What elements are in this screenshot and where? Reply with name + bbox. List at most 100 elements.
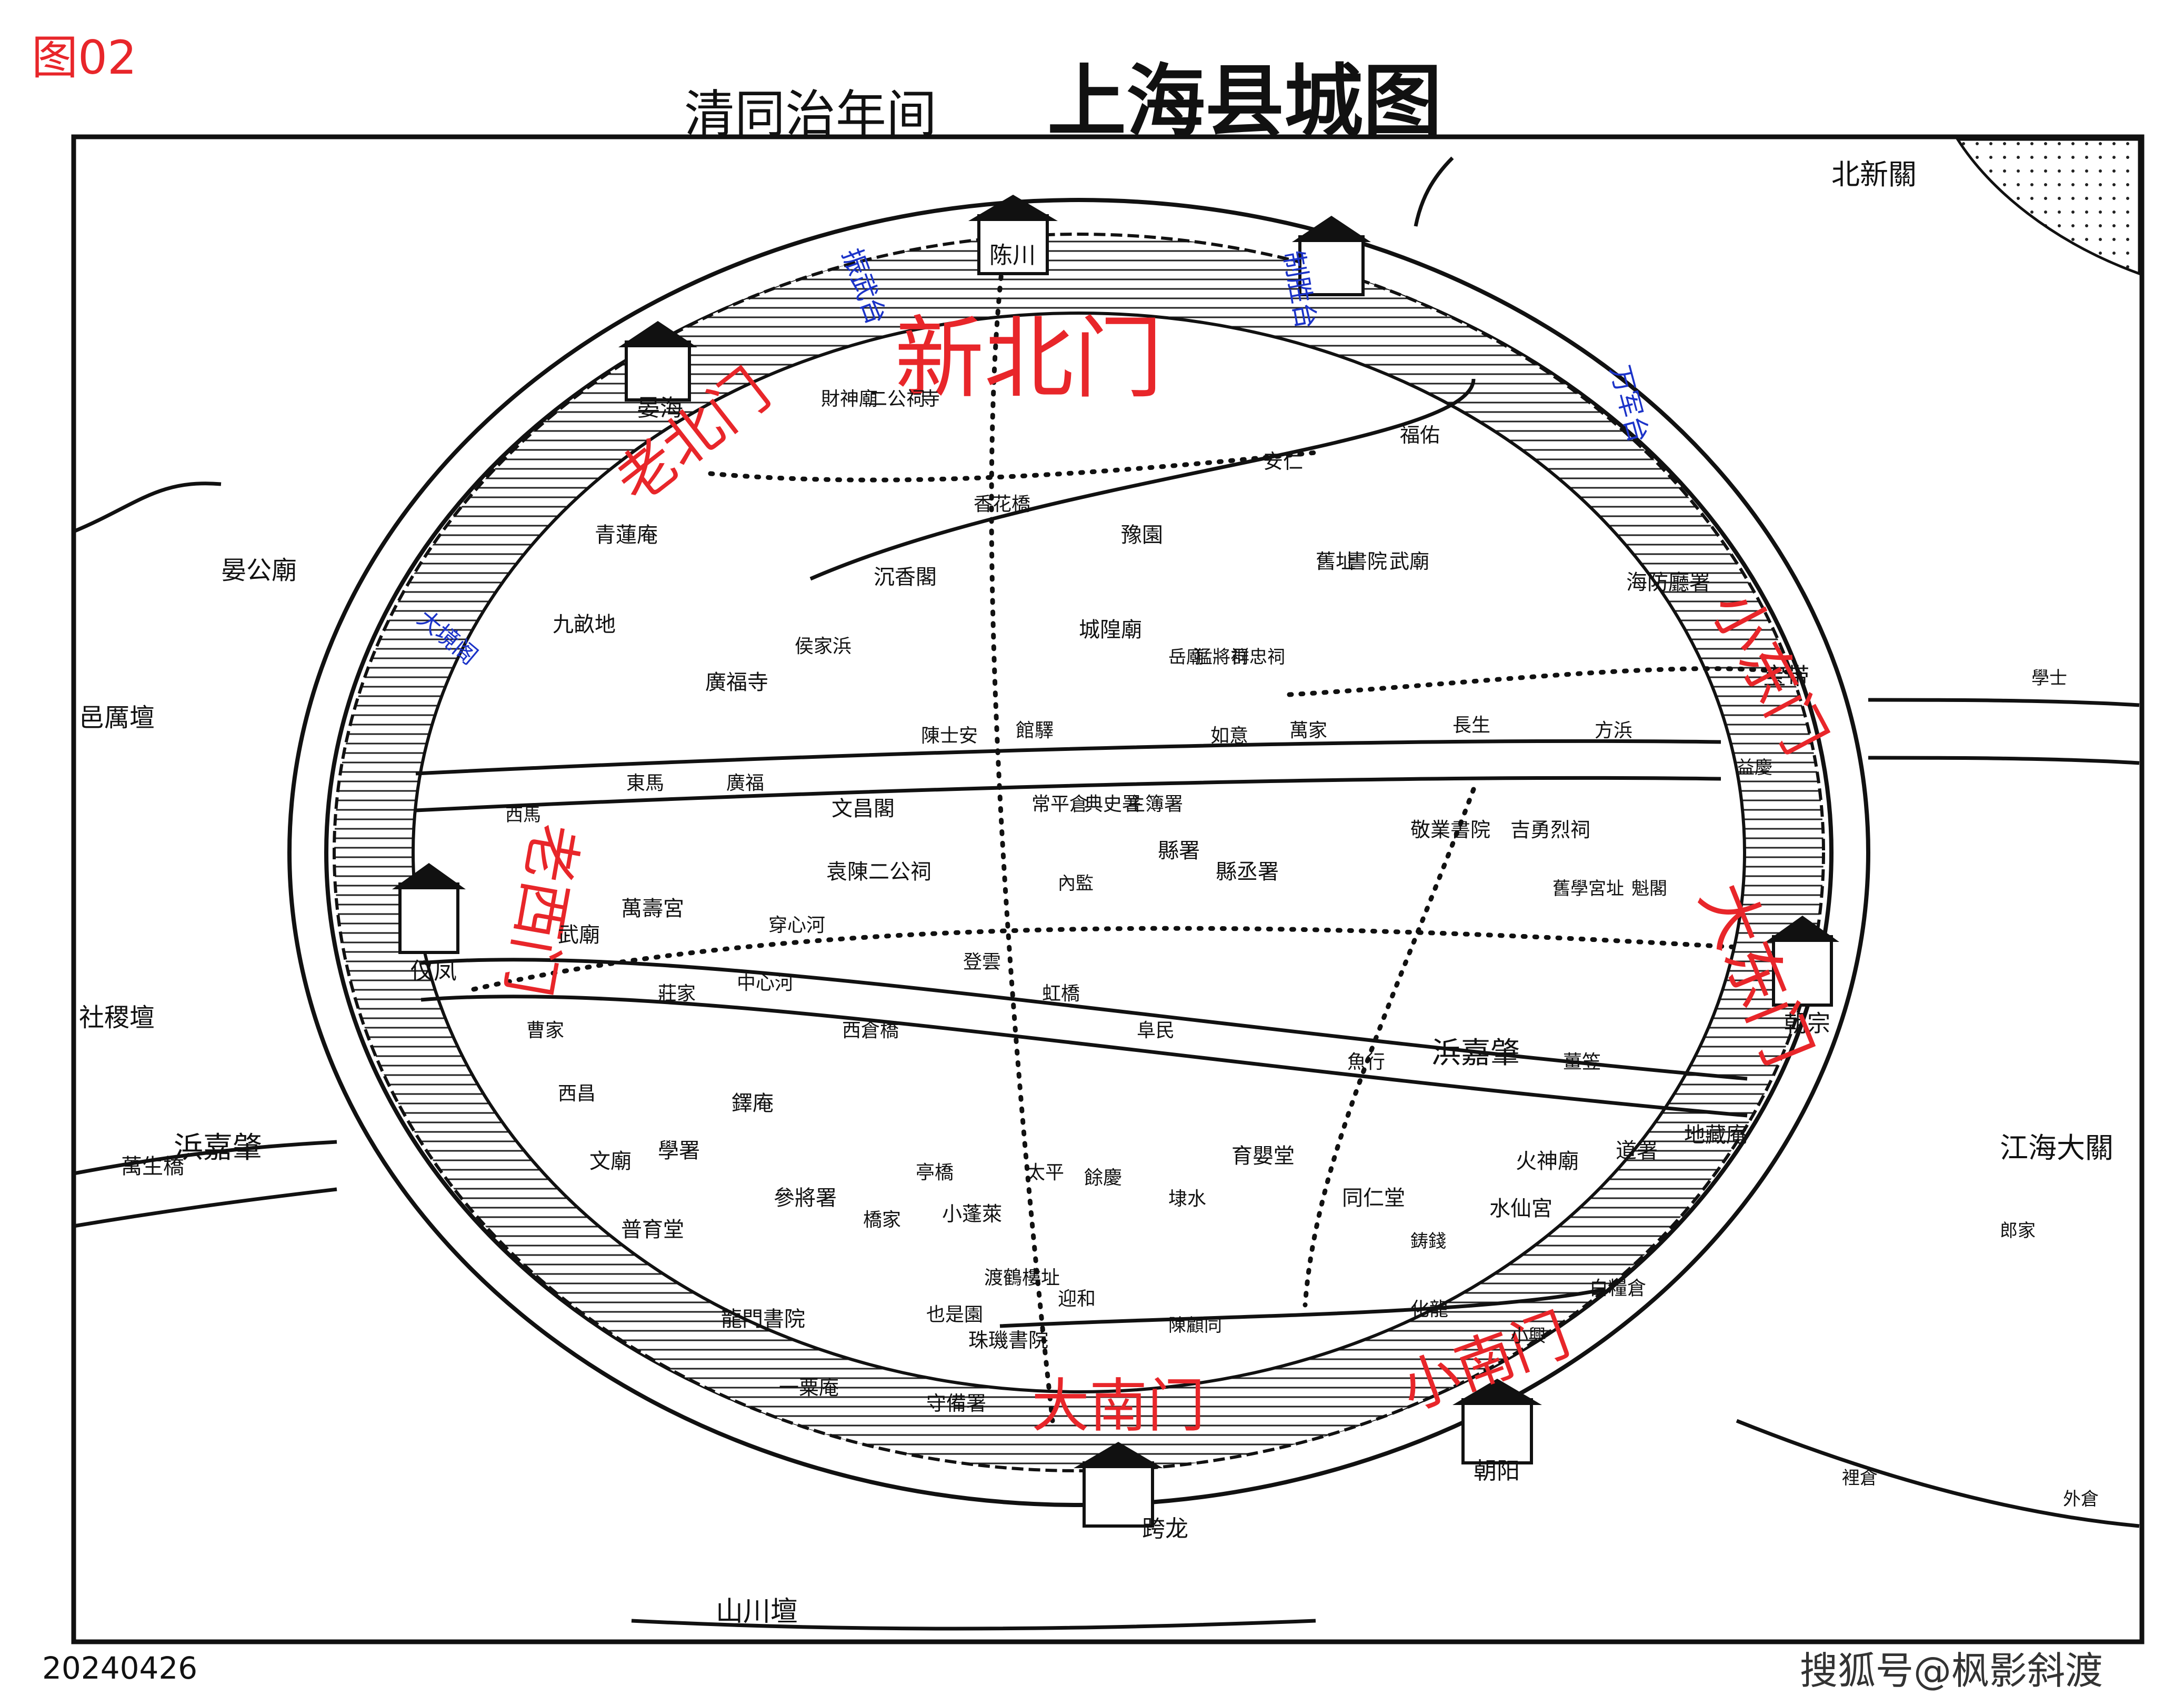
annotation-new-north-gate: 新北门 <box>895 307 1163 411</box>
gate-tower-west <box>392 863 466 954</box>
place-label: 萬家 <box>1289 720 1327 741</box>
gate-tower-north <box>968 195 1058 275</box>
gate-tower-south <box>1074 1442 1163 1528</box>
place-label: 學士 <box>2031 668 2067 689</box>
outer-moat-outer <box>287 198 1870 1507</box>
gate-name-chaoyang: 朝阳 <box>1474 1458 1520 1484</box>
place-label: 化龍 <box>1410 1299 1448 1320</box>
place-label: 社稷壇 <box>79 1003 155 1032</box>
place-label: 中心河 <box>737 972 794 994</box>
place-label: 魚行 <box>1347 1051 1385 1073</box>
annotation-big-south-gate: 大南门 <box>1031 1372 1205 1440</box>
place-label: 武廟 <box>558 923 600 947</box>
place-label: 埭水 <box>1168 1188 1206 1210</box>
place-label: 香花橋 <box>974 494 1030 515</box>
gate-tower-southeast <box>1452 1379 1542 1464</box>
place-label: 沉香閣 <box>874 565 937 589</box>
place-label: 西馬 <box>505 805 541 826</box>
place-label: 育嬰堂 <box>1231 1144 1295 1168</box>
place-label: 鋳錢 <box>1410 1231 1446 1252</box>
place-label: 廣福 <box>726 772 764 794</box>
place-label: 縣署 <box>1158 839 1200 863</box>
place-label: 袁陳二公祠 <box>826 860 931 884</box>
gate-tower-east <box>1766 916 1839 1007</box>
city-wall <box>334 234 1824 1471</box>
place-label: 學署 <box>658 1139 700 1163</box>
place-label: 普育堂 <box>621 1218 684 1242</box>
place-label: 益慶 <box>1737 757 1772 778</box>
place-label: 主簿署 <box>1126 794 1183 815</box>
place-label: 群忠祠 <box>1231 647 1285 668</box>
canal-east <box>1868 698 2140 707</box>
place-label: 龍門書院 <box>721 1307 805 1331</box>
place-label: 文昌閣 <box>831 797 895 821</box>
date-stamp: 20240426 <box>42 1650 197 1686</box>
place-label: 舊學宮址 <box>1552 878 1624 899</box>
annotation-old-west-gate: 老西门 <box>493 818 589 1001</box>
place-label: 吉勇烈祠 <box>1510 818 1590 841</box>
canal-nw <box>73 481 222 534</box>
road-north-arc <box>708 450 1318 483</box>
river-north <box>809 378 1476 581</box>
gate-name-chaozong: 朝宗 <box>1784 1010 1830 1037</box>
place-label: 浜嘉肇 <box>1431 1036 1520 1070</box>
watermark: 搜狐号@枫影斜渡 <box>1800 1649 2103 1693</box>
place-label: 橋家 <box>863 1209 901 1231</box>
place-label: 侯家浜 <box>795 636 851 657</box>
place-label: 小興 <box>1510 1326 1546 1347</box>
place-label: 晏公廟 <box>221 556 297 585</box>
place-label: 薑笠 <box>1563 1051 1601 1073</box>
gate-name-yifeng: 仪凤 <box>410 958 457 985</box>
place-label: 北新關 <box>1831 158 1917 191</box>
place-label: 同仁堂 <box>1342 1186 1405 1210</box>
place-label: 白糧倉 <box>1589 1278 1646 1299</box>
place-label: 西昌 <box>558 1083 596 1105</box>
place-label: 登雲 <box>963 951 1001 973</box>
place-label: 迎和 <box>1058 1288 1096 1310</box>
map-frame <box>71 134 2145 1644</box>
place-label: 城隍廟 <box>1079 618 1142 642</box>
place-label: 東馬 <box>626 772 664 794</box>
place-label: 萬壽宮 <box>621 897 684 921</box>
place-label: 內監 <box>1058 873 1094 894</box>
place-label: 豫園 <box>1121 523 1163 547</box>
figure-label: 图02 <box>32 31 137 85</box>
place-label: 安仁 <box>1263 450 1303 473</box>
place-label: 小蓬萊 <box>942 1202 1002 1226</box>
river-south <box>999 1287 1606 1328</box>
place-label: 舊址 <box>1316 550 1356 573</box>
place-label: 餘慶 <box>1084 1167 1122 1189</box>
huangpu-river <box>1955 138 2141 276</box>
road-north-south <box>989 239 1055 1423</box>
place-label: 魁閣 <box>1631 878 1667 899</box>
place-label: 邑厲壇 <box>79 703 155 732</box>
place-label: 縣丞署 <box>1216 860 1279 884</box>
place-label: 文廟 <box>589 1149 632 1173</box>
river-zhaojiabang-2 <box>420 995 1748 1118</box>
place-label: 鐸庵 <box>732 1091 774 1116</box>
canal-north <box>1414 156 1454 227</box>
river-fangbang-2 <box>415 776 1721 812</box>
place-label: 二公祠 <box>868 388 925 410</box>
road-east-west <box>471 926 1739 992</box>
place-label: 裡倉 <box>1842 1468 1878 1489</box>
place-label: 陳士安 <box>921 725 978 747</box>
place-labels: 北新關 江海大關 晏公廟 邑厲壇 社稷壇 山川壇 萬生橋 浜嘉肇 青蓮庵 九畝地… <box>79 158 2113 1628</box>
place-label: 一粟庵 <box>779 1376 839 1399</box>
place-label: 地藏庵 <box>1684 1123 1747 1147</box>
place-label: 參將署 <box>774 1186 837 1210</box>
place-label: 典史署 <box>1084 794 1141 815</box>
place-label: 猛將祠 <box>1195 647 1248 668</box>
place-label: 山川壇 <box>716 1596 798 1628</box>
place-label: 福佑 <box>1400 424 1440 447</box>
place-label: 館驛 <box>1016 720 1054 741</box>
place-label: 浜嘉肇 <box>174 1131 262 1165</box>
place-label: 郎家 <box>2000 1220 2036 1241</box>
place-label: 西倉橋 <box>842 1020 899 1041</box>
gate-tower-northeast <box>1292 216 1371 296</box>
place-label: 九畝地 <box>553 613 616 637</box>
place-label: 水仙宮 <box>1489 1197 1552 1221</box>
place-label: 火神廟 <box>1516 1149 1579 1173</box>
river-zhaojiabang <box>420 958 1748 1081</box>
